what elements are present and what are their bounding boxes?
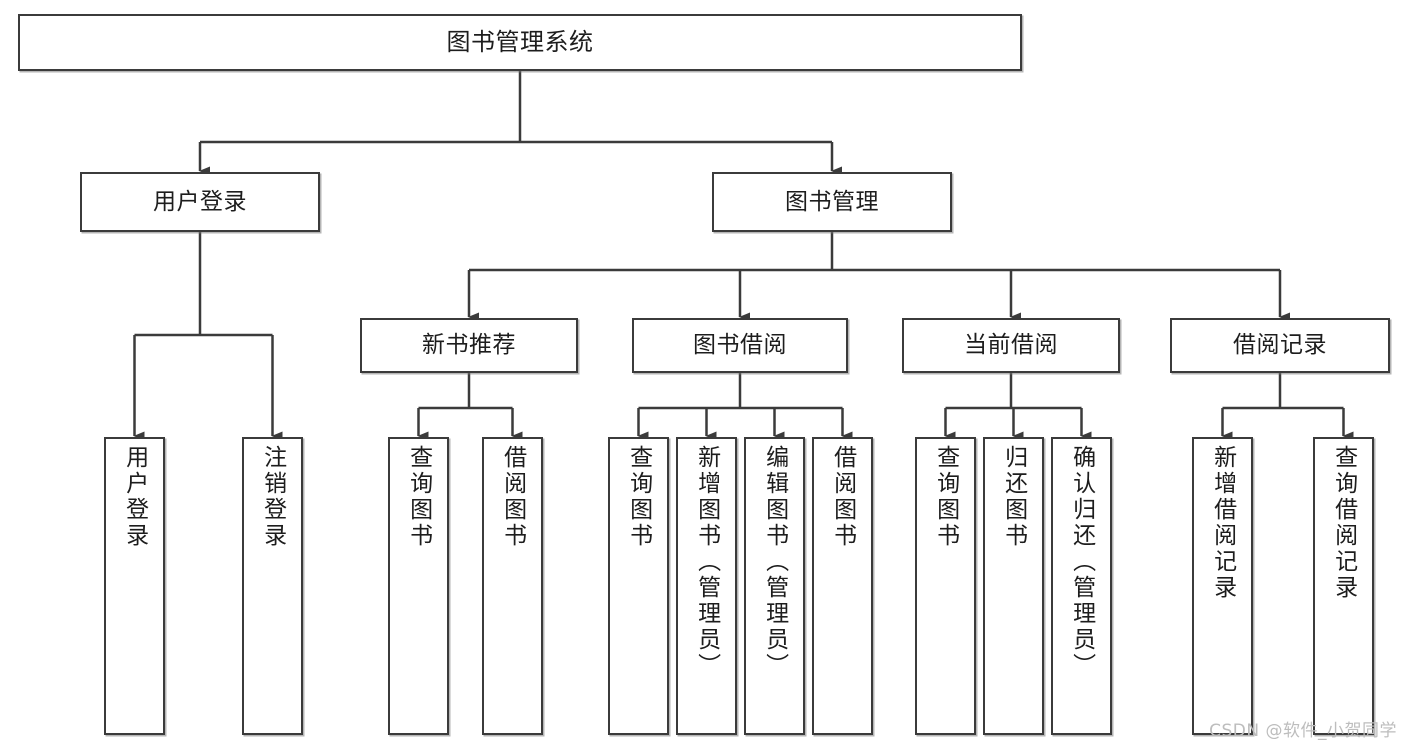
node-l3-d2[interactable]: 归还图书 bbox=[983, 437, 1044, 735]
node-label: 确认归还（管理员） bbox=[1068, 445, 1095, 679]
node-l2-new[interactable]: 新书推荐 bbox=[360, 318, 578, 373]
node-l2-cur[interactable]: 当前借阅 bbox=[902, 318, 1120, 373]
node-l3-c3[interactable]: 编辑图书（管理员） bbox=[744, 437, 805, 735]
node-l3-a1[interactable]: 用户登录 bbox=[104, 437, 165, 735]
node-label: 编辑图书（管理员） bbox=[761, 445, 788, 679]
watermark-text: CSDN @软件_小贺同学 bbox=[1209, 721, 1397, 741]
node-l3-c4[interactable]: 借阅图书 bbox=[812, 437, 873, 735]
node-l3-d3[interactable]: 确认归还（管理员） bbox=[1051, 437, 1112, 735]
node-label: 查询图书 bbox=[932, 445, 959, 549]
node-label: 新书推荐 bbox=[422, 332, 516, 359]
node-label: 新增借阅记录 bbox=[1209, 445, 1236, 601]
node-label: 图书管理系统 bbox=[446, 27, 594, 56]
node-l1-book[interactable]: 图书管理 bbox=[712, 172, 952, 232]
node-l3-e1[interactable]: 新增借阅记录 bbox=[1192, 437, 1253, 735]
node-label: 归还图书 bbox=[1000, 445, 1027, 549]
node-label: 借阅记录 bbox=[1233, 332, 1327, 359]
node-label: 查询图书 bbox=[625, 445, 652, 549]
node-label: 用户登录 bbox=[121, 445, 148, 549]
node-label: 当前借阅 bbox=[964, 332, 1058, 359]
node-l3-d1[interactable]: 查询图书 bbox=[915, 437, 976, 735]
node-label: 查询图书 bbox=[405, 445, 432, 549]
node-label: 注销登录 bbox=[259, 445, 286, 549]
node-l2-borrow[interactable]: 图书借阅 bbox=[632, 318, 848, 373]
node-label: 图书管理 bbox=[785, 188, 879, 215]
node-label: 借阅图书 bbox=[829, 445, 856, 549]
node-l3-a2[interactable]: 注销登录 bbox=[242, 437, 303, 735]
node-l3-e2[interactable]: 查询借阅记录 bbox=[1313, 437, 1374, 735]
node-label: 查询借阅记录 bbox=[1330, 445, 1357, 601]
node-l3-b1[interactable]: 查询图书 bbox=[388, 437, 449, 735]
node-l3-c1[interactable]: 查询图书 bbox=[608, 437, 669, 735]
node-label: 借阅图书 bbox=[499, 445, 526, 549]
edge-group bbox=[133, 71, 1354, 441]
node-label: 新增图书（管理员） bbox=[693, 445, 720, 679]
node-l1-login[interactable]: 用户登录 bbox=[80, 172, 320, 232]
node-root[interactable]: 图书管理系统 bbox=[18, 14, 1022, 71]
node-l3-c2[interactable]: 新增图书（管理员） bbox=[676, 437, 737, 735]
node-l3-b2[interactable]: 借阅图书 bbox=[482, 437, 543, 735]
node-label: 用户登录 bbox=[153, 188, 247, 215]
node-l2-rec[interactable]: 借阅记录 bbox=[1170, 318, 1390, 373]
node-label: 图书借阅 bbox=[693, 332, 787, 359]
